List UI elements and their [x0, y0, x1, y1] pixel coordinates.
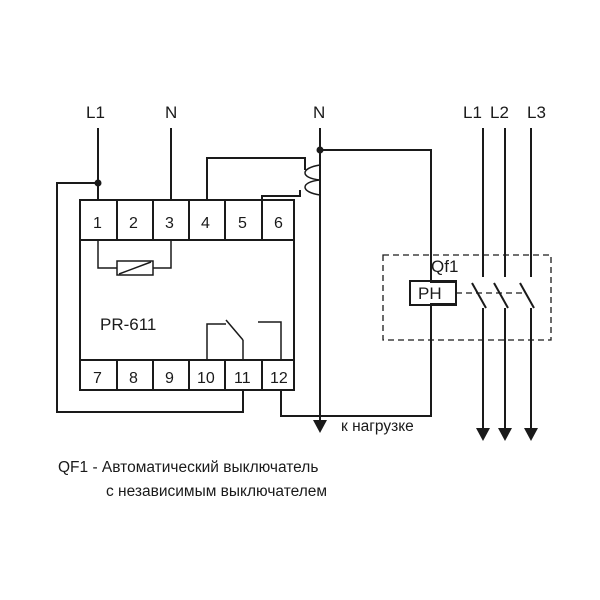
- shunt-release-label: PH: [418, 284, 442, 303]
- label-three-phase-l1: L1: [463, 103, 482, 122]
- load-label: к нагрузке: [341, 418, 414, 435]
- terminal-6: 6: [274, 215, 283, 232]
- terminal-5: 5: [238, 215, 247, 232]
- terminal-3: 3: [165, 215, 174, 232]
- label-n-left: N: [165, 103, 177, 122]
- terminal-2: 2: [129, 215, 138, 232]
- terminal-10: 10: [197, 370, 215, 387]
- label-l1: L1: [86, 103, 105, 122]
- terminal-1: 1: [93, 215, 102, 232]
- label-three-phase-l2: L2: [490, 103, 509, 122]
- terminal-12: 12: [270, 370, 288, 387]
- caption-line-1: QF1 - Автоматический выключатель: [58, 459, 318, 476]
- terminal-11: 11: [234, 370, 251, 387]
- breaker-label: Qf1: [431, 257, 458, 276]
- terminal-8: 8: [129, 370, 138, 387]
- relay-housing: [79, 199, 295, 391]
- label-three-phase-l3: L3: [527, 103, 546, 122]
- relay-contact: [206, 319, 282, 360]
- wire-n-load: [261, 128, 327, 433]
- label-n-right: N: [313, 103, 325, 122]
- caption-line-2: с независимым выключателем: [106, 483, 327, 500]
- relay-coil: [97, 240, 172, 276]
- relay-model-label: PR-611: [100, 315, 156, 334]
- wire-terminal-12: [280, 303, 456, 417]
- breaker-poles: [471, 128, 538, 441]
- terminal-7: 7: [93, 370, 102, 387]
- breaker-enclosure: [382, 254, 552, 341]
- wire-l1: [56, 128, 244, 413]
- terminal-9: 9: [165, 370, 174, 387]
- wire-terminal-4: [206, 157, 306, 200]
- terminal-4: 4: [201, 215, 210, 232]
